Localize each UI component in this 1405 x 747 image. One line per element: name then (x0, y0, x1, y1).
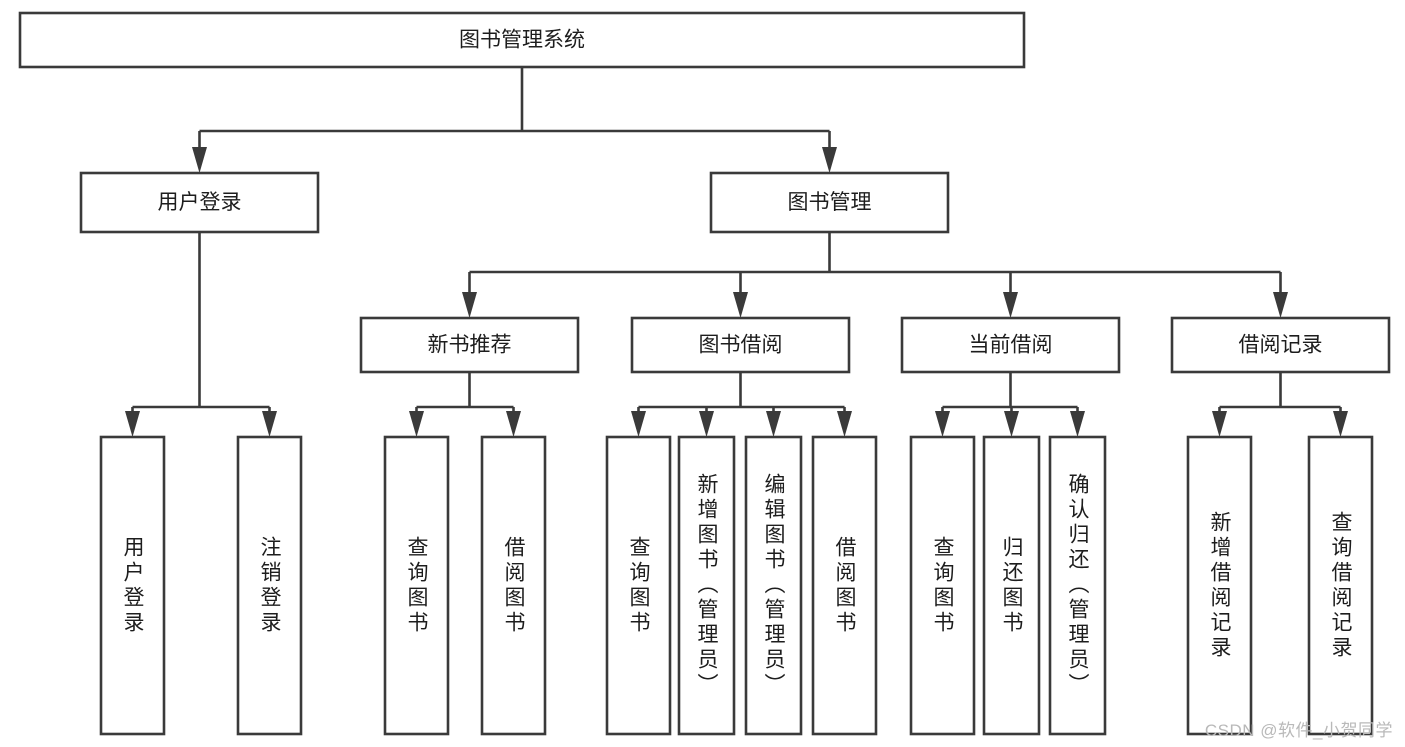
arrow-head-icon (409, 411, 424, 437)
arrow-head-icon (733, 292, 748, 318)
arrow-head-icon (1004, 411, 1019, 437)
arrow-head-icon (506, 411, 521, 437)
node-leaf-11[interactable] (1186, 435, 1253, 736)
node-leaf-7[interactable] (811, 435, 878, 736)
node-leaf-1[interactable] (236, 435, 303, 736)
node-leaf-9[interactable] (982, 435, 1041, 736)
arrow-head-icon (837, 411, 852, 437)
node-leaf-4[interactable] (605, 435, 672, 736)
node-root[interactable] (18, 11, 1026, 69)
arrow-head-icon (1273, 292, 1288, 318)
node-leaf-0[interactable] (99, 435, 166, 736)
watermark: CSDN @软件_小贺同学 (1204, 721, 1393, 740)
arrow-head-icon (125, 411, 140, 437)
arrow-head-icon (699, 411, 714, 437)
arrow-head-icon (1333, 411, 1348, 437)
node-level3-label-2: 当前借阅 (969, 334, 1053, 357)
node-leaf-10[interactable] (1048, 435, 1107, 736)
arrow-head-icon (1070, 411, 1085, 437)
arrow-head-icon (192, 147, 207, 173)
node-leaf-6[interactable] (744, 435, 803, 736)
node-level3-label-3: 借阅记录 (1239, 334, 1323, 357)
node-level3-label-0: 新书推荐 (428, 334, 512, 357)
arrow-head-icon (1003, 292, 1018, 318)
node-level2-0[interactable] (79, 171, 320, 234)
arrow-head-icon (935, 411, 950, 437)
node-leaf-12[interactable] (1307, 435, 1374, 736)
arrow-head-icon (1212, 411, 1227, 437)
arrow-head-icon (766, 411, 781, 437)
node-level2-label-0: 用户登录 (158, 191, 242, 214)
node-level3-3[interactable] (1170, 316, 1391, 374)
node-level3-2[interactable] (900, 316, 1121, 374)
node-level3-0[interactable] (359, 316, 580, 374)
node-level2-label-1: 图书管理 (788, 191, 872, 214)
node-root-label: 图书管理系统 (459, 29, 585, 52)
node-level3-1[interactable] (630, 316, 851, 374)
arrow-head-icon (262, 411, 277, 437)
node-box-layer (18, 11, 1391, 736)
arrow-head-icon (822, 147, 837, 173)
connector-layer (125, 67, 1348, 437)
node-level2-1[interactable] (709, 171, 950, 234)
node-leaf-5[interactable] (677, 435, 736, 736)
node-level3-label-1: 图书借阅 (699, 334, 783, 357)
node-leaf-8[interactable] (909, 435, 976, 736)
node-leaf-2[interactable] (383, 435, 450, 736)
node-leaf-3[interactable] (480, 435, 547, 736)
arrow-head-icon (631, 411, 646, 437)
arrow-head-icon (462, 292, 477, 318)
